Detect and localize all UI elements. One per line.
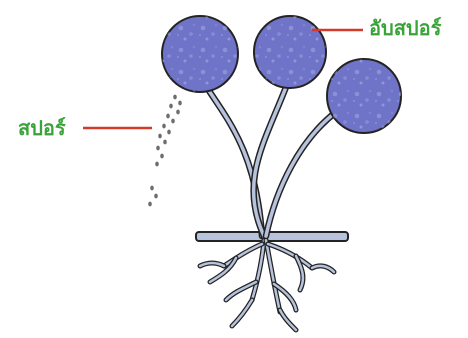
spore-dot [155, 162, 159, 167]
falling-spores [148, 95, 182, 207]
sporangium-right [327, 59, 401, 133]
spore-dot [173, 95, 177, 100]
spore-dot [169, 104, 173, 109]
sporangium-left [162, 16, 238, 92]
stalk-right-fill [266, 112, 336, 236]
spore-dot [163, 140, 167, 145]
rhizoids [200, 240, 334, 330]
spore-dot [156, 146, 160, 151]
sporangiophores [206, 82, 336, 236]
spore-dot [167, 130, 171, 135]
spore-dot [150, 186, 154, 191]
sporangia [162, 16, 401, 133]
sporangium-label: อับสปอร์ [369, 18, 441, 38]
stolon [196, 232, 348, 241]
spore-dot [154, 194, 158, 199]
spore-dot [160, 154, 164, 159]
spore-dot [148, 202, 152, 207]
spore-dot [162, 124, 166, 129]
spore-dot [178, 101, 182, 106]
spore-label: สปอร์ [18, 118, 66, 138]
stalk-right [266, 112, 336, 236]
spore-dot [158, 134, 162, 139]
spore-dot [171, 119, 175, 124]
sporangium-middle [254, 16, 326, 88]
spore-dot [166, 114, 170, 119]
spore-dot [176, 110, 180, 115]
